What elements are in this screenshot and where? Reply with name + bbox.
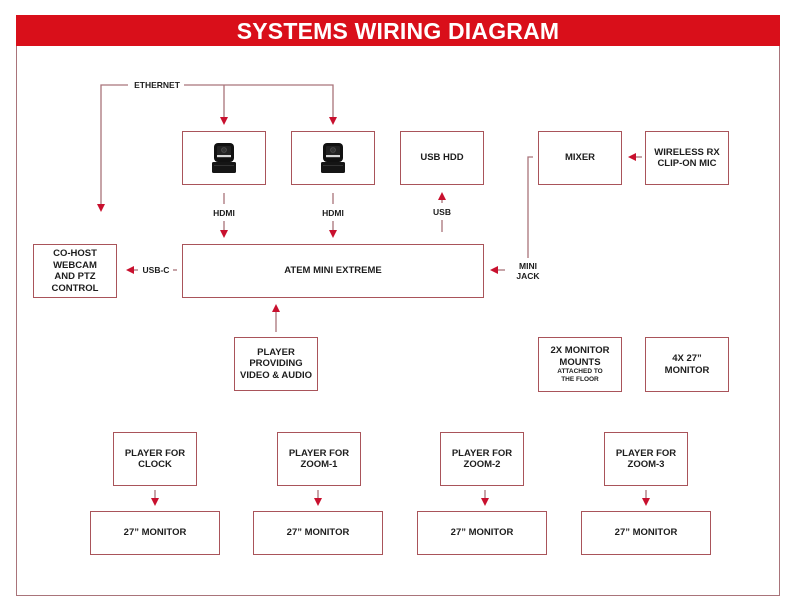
hdmi2-label: HDMI <box>315 208 351 218</box>
player-line2: ZOOM-3 <box>627 459 665 470</box>
minijack-wire <box>527 156 533 258</box>
usb-hdd-box: USB HDD <box>400 131 484 185</box>
monitor-label: 27” MONITOR <box>286 527 350 539</box>
mounts-line2: MOUNTS <box>559 356 601 368</box>
camera-box-2 <box>291 131 375 185</box>
player-line1: PLAYER FOR <box>615 447 677 459</box>
cohost-line3: AND PTZ <box>54 271 96 282</box>
player-av-line2: PROVIDING <box>249 358 303 370</box>
monitors-4x-line1: 4X 27” <box>672 353 702 364</box>
cohost-line2: WEBCAM <box>53 259 97 271</box>
monitor-box-zoom1: 27” MONITOR <box>253 511 383 555</box>
monitor-label: 27” MONITOR <box>123 527 187 539</box>
ptz-camera-icon <box>212 143 236 173</box>
mixer-box: MIXER <box>538 131 622 185</box>
mixer-label: MIXER <box>564 152 596 164</box>
player-zoom3-box: PLAYER FOR ZOOM-3 <box>604 432 688 486</box>
usb-hdd-label: USB HDD <box>420 152 464 164</box>
wireless-label-line1: WIRELESS RX <box>654 146 720 158</box>
usbc-label: USB-C <box>140 265 172 275</box>
monitor-box-zoom3: 27” MONITOR <box>581 511 711 555</box>
wireless-mic-box: WIRELESS RX CLIP-ON MIC <box>645 131 729 185</box>
monitors-4x-box: 4X 27” MONITOR <box>645 337 729 392</box>
player-line1: PLAYER FOR <box>451 447 513 459</box>
monitor-box-zoom2: 27” MONITOR <box>417 511 547 555</box>
diagram-title: SYSTEMS WIRING DIAGRAM <box>16 15 780 46</box>
ethernet-wire-left <box>97 84 128 212</box>
ethernet-label: ETHERNET <box>131 80 183 90</box>
monitor-label: 27” MONITOR <box>450 527 514 539</box>
player-clock-box: PLAYER FOR CLOCK <box>113 432 197 486</box>
ethernet-wire-right <box>184 84 337 125</box>
player-zoom1-box: PLAYER FOR ZOOM-1 <box>277 432 361 486</box>
monitor-label: 27” MONITOR <box>614 527 678 539</box>
minijack-label: MINI JACK <box>510 261 546 281</box>
cohost-line4: CONTROL <box>51 282 99 294</box>
monitor-box-clock: 27” MONITOR <box>90 511 220 555</box>
cohost-box: CO-HOST WEBCAM AND PTZ CONTROL <box>33 244 117 298</box>
ptz-camera-icon <box>321 143 345 173</box>
player-line2: ZOOM-2 <box>463 459 501 470</box>
player-line2: ZOOM-1 <box>300 459 338 470</box>
cohost-line1: CO-HOST <box>53 248 97 259</box>
player-av-line1: PLAYER <box>257 346 295 358</box>
player-av-box: PLAYER PROVIDING VIDEO & AUDIO <box>234 337 318 391</box>
camera-box-1 <box>182 131 266 185</box>
mounts-sub2: THE FLOOR <box>561 376 599 383</box>
usb-label: USB <box>428 207 456 217</box>
monitors-4x-line2: MONITOR <box>664 364 710 376</box>
hdmi1-label: HDMI <box>206 208 242 218</box>
minijack-label-line1: MINI <box>519 261 537 271</box>
atem-box: ATEM MINI EXTREME <box>182 244 484 298</box>
player-zoom2-box: PLAYER FOR ZOOM-2 <box>440 432 524 486</box>
player-line2: CLOCK <box>138 459 172 470</box>
player-av-line3: VIDEO & AUDIO <box>240 369 312 381</box>
player-line1: PLAYER FOR <box>124 447 186 459</box>
atem-label: ATEM MINI EXTREME <box>284 265 382 277</box>
wireless-label-line2: CLIP-ON MIC <box>657 158 717 169</box>
player-line1: PLAYER FOR <box>288 447 350 459</box>
minijack-label-line2: JACK <box>516 271 540 281</box>
monitor-mounts-box: 2X MONITOR MOUNTS ATTACHED TO THE FLOOR <box>538 337 622 392</box>
mounts-line1: 2X MONITOR <box>550 345 610 356</box>
mounts-sub1: ATTACHED TO <box>557 368 603 375</box>
